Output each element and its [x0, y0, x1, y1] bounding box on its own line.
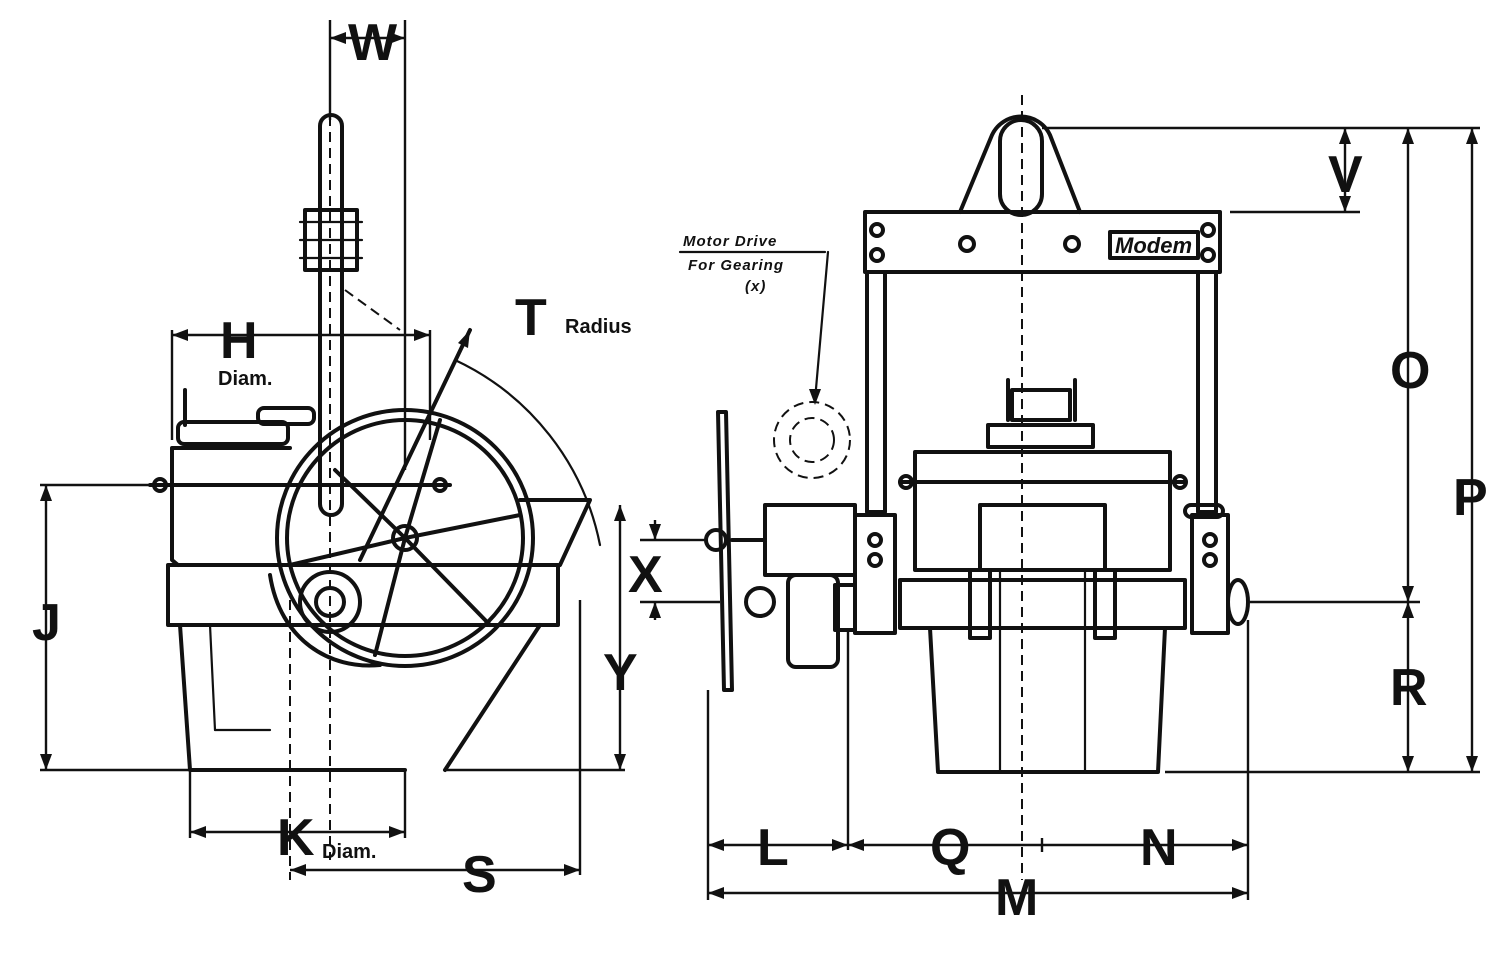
label-J: J — [32, 594, 61, 652]
label-Q: Q — [930, 819, 970, 877]
label-T-sub: Radius — [565, 316, 632, 338]
motor-note-line3: (x) — [745, 278, 766, 295]
label-L: L — [757, 819, 789, 877]
front-view: Modem Motor Drive For Gearing (x) — [678, 95, 1480, 900]
label-S: S — [462, 846, 497, 904]
label-P: P — [1453, 469, 1488, 527]
dimension-labels: W H Diam. T Radius J X Y K Diam. S V O P… — [32, 14, 1488, 927]
label-V: V — [1328, 146, 1363, 204]
label-N: N — [1140, 819, 1178, 877]
label-M: M — [995, 869, 1038, 927]
brand-plate: Modem — [1115, 233, 1192, 258]
label-H-sub: Diam. — [218, 368, 272, 390]
motor-note-line1: Motor Drive — [683, 233, 777, 250]
label-K: K — [277, 809, 315, 867]
label-W: W — [348, 14, 398, 72]
label-Y: Y — [603, 644, 638, 702]
side-view — [40, 20, 720, 880]
label-T: T — [515, 289, 547, 347]
label-K-sub: Diam. — [322, 841, 376, 863]
label-O: O — [1390, 342, 1430, 400]
label-R: R — [1390, 659, 1428, 717]
label-X: X — [628, 546, 663, 604]
motor-note-line2: For Gearing — [688, 257, 784, 274]
label-H: H — [220, 312, 258, 370]
